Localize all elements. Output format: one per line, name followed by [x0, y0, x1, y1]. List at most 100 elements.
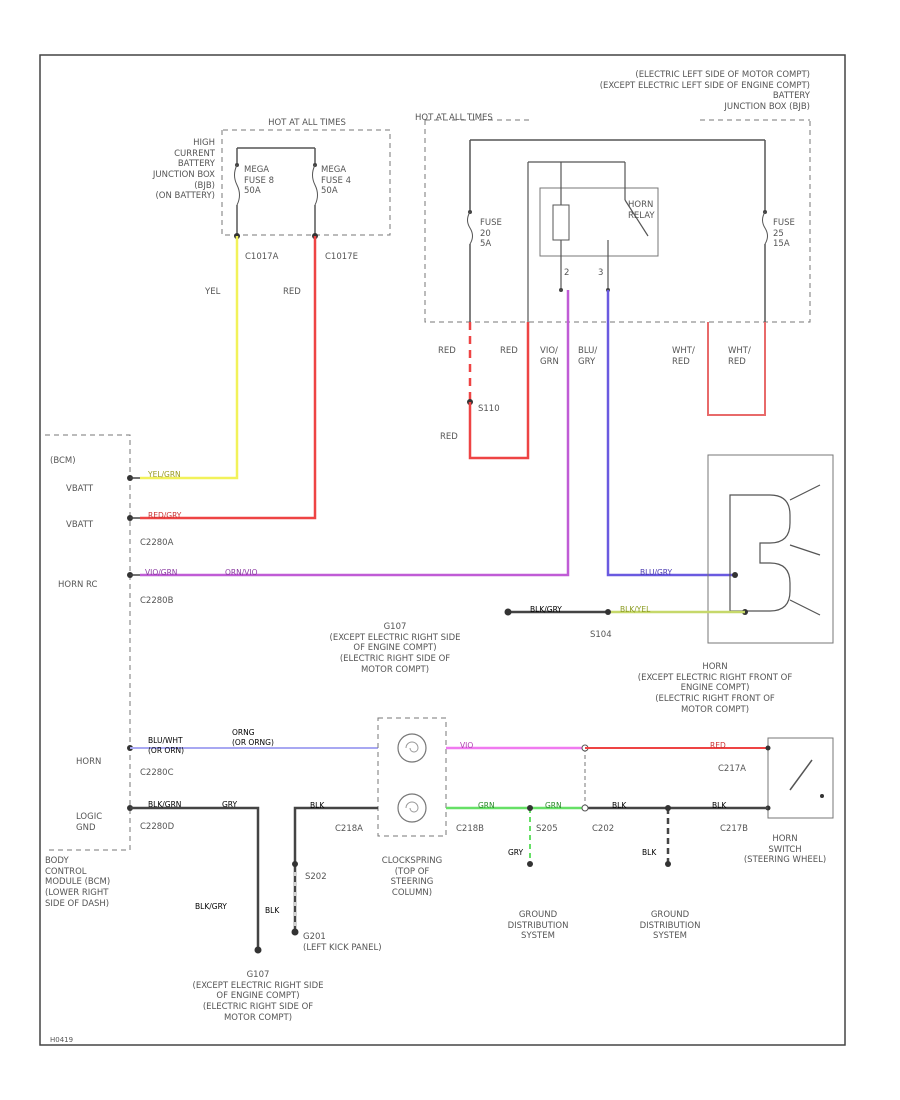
relay-pin-2: [559, 288, 563, 292]
g107-top-label: G107 (EXCEPT ELECTRIC RIGHT SIDE OF ENGI…: [329, 622, 461, 675]
bjb-left-hot-label: HOT AT ALL TIMES: [268, 118, 346, 128]
horn-switch-label: HORN SWITCH (STEERING WHEEL): [743, 834, 827, 866]
blk-grn-bottom-label: BLK/GRY: [195, 902, 227, 911]
relay-pin-3-label: 3: [598, 268, 604, 278]
bjb-right-header: (ELECTRIC LEFT SIDE OF MOTOR COMPT) (EXC…: [599, 70, 810, 112]
clockspring-coil-upper: [397, 733, 427, 763]
or-orng-label: (OR ORNG): [232, 738, 274, 747]
c2280a-label: C2280A: [140, 538, 174, 548]
c217a-label: C217A: [718, 764, 746, 774]
mega-fuse-4-element: [312, 164, 318, 206]
s110-label: S110: [478, 404, 500, 414]
horn-switch-box: [767, 737, 834, 819]
yel-wire: [140, 236, 239, 480]
blu-gry-label: BLU/ GRY: [578, 346, 598, 367]
fuse-20-label: FUSE 20 5A: [480, 218, 502, 250]
wht-red-b-label: WHT/ RED: [728, 346, 751, 367]
red-wire-b-label: RED: [500, 346, 518, 356]
red-wire-c-label: RED: [440, 432, 458, 442]
bcm-boundary: [45, 434, 131, 851]
horn-description: HORN (EXCEPT ELECTRIC RIGHT FRONT OF ENG…: [637, 662, 793, 715]
g201-ground: [291, 928, 299, 936]
blu-wht-label: BLU/WHT: [148, 736, 183, 745]
fuse-25-element: [762, 211, 768, 245]
fuse-20-element: [467, 211, 473, 245]
gry-bottom-label: GRY: [508, 848, 524, 857]
blk-grn-label: BLK/GRN: [148, 800, 182, 809]
c1017e-label: C1017E: [325, 252, 358, 262]
blk-splice: [665, 805, 671, 811]
red-grn-wire-label: RED/GRY: [148, 511, 182, 520]
blu-gry-wire: [606, 290, 735, 577]
c1017a-label: C1017A: [245, 252, 279, 262]
blk-c-label: BLK: [310, 801, 325, 810]
horn-relay-label: HORN RELAY: [628, 200, 655, 221]
clockspring-coil-lower: [397, 793, 427, 823]
horn-box: [707, 454, 834, 644]
clockspring-label: CLOCKSPRING (TOP OF STEERING COLUMN): [381, 856, 443, 898]
clockspring-box: [377, 717, 447, 837]
wht-red-a-label: WHT/ RED: [672, 346, 695, 367]
red-wire-a-label: RED: [438, 346, 456, 356]
red-horn-label: RED: [710, 741, 726, 750]
gry-label: GRY: [222, 800, 238, 809]
ground-a-point: [527, 861, 533, 867]
horn-relay-coil: [552, 204, 570, 241]
c217b-label: C217B: [720, 824, 748, 834]
ground-b-point: [665, 861, 671, 867]
footer-code: H0419: [50, 1036, 74, 1044]
horn-switch-contact: [820, 794, 824, 798]
ground-a-label: GROUND DISTRIBUTION SYSTEM: [507, 910, 569, 942]
relay-switch-blade: [624, 199, 649, 237]
yel-grn-wire-label: YEL/GRN: [148, 470, 181, 479]
red-wire: [140, 236, 317, 520]
horn-pin-1: [732, 572, 738, 578]
bjb-left-boundary: [221, 129, 391, 236]
horn-relay-box: [539, 187, 659, 257]
yel-wire-label: YEL: [205, 287, 221, 297]
orng-label: ORNG: [232, 728, 255, 737]
bjb-right-hot-label: HOT AT ALL TIMES: [415, 113, 493, 123]
mega-fuse-4-label: MEGA FUSE 4 50A: [321, 165, 351, 197]
vio-grn-label: VIO/ GRN: [540, 346, 559, 367]
c202-pin-lower: [581, 804, 589, 812]
clockspring-spiral-lower: [405, 801, 419, 813]
blk-g201-wire: [293, 806, 378, 930]
c218b-label: C218B: [456, 824, 484, 834]
g107-bottom-ground: [254, 946, 262, 954]
bcm-description: BODY CONTROL MODULE (BCM) (LOWER RIGHT S…: [45, 856, 111, 909]
g107-top-ground: [504, 608, 512, 616]
diagram-frame: [39, 54, 846, 1046]
grn-b-label: GRN: [545, 801, 562, 810]
or-orn-label: (OR ORN): [148, 746, 185, 755]
g107-bottom-label: G107 (EXCEPT ELECTRIC RIGHT SIDE OF ENGI…: [192, 970, 324, 1023]
mega-fuse-8-label: MEGA FUSE 8 50A: [244, 165, 274, 197]
horn-blk-gry-label: BLK/GRY: [530, 605, 562, 614]
horn-blk-yel-label: BLK/YEL: [620, 605, 651, 614]
fuse-25-label: FUSE 25 15A: [773, 218, 795, 250]
red-wire-loop: [468, 322, 530, 460]
c202-label: C202: [592, 824, 615, 834]
c218a-label: C218A: [335, 824, 363, 834]
bjb-left-title: HIGH CURRENT BATTERY JUNCTION BOX (BJB) …: [152, 138, 215, 202]
c2280c-label: C2280C: [140, 768, 174, 778]
horn-switch-blade: [789, 759, 813, 791]
s205-label: S205: [536, 824, 558, 834]
grn-a-label: GRN: [478, 801, 495, 810]
vio-grn-wire: [140, 290, 570, 577]
vio-orn-wire-label: ORN/VIO: [225, 568, 258, 577]
ground-b-label: GROUND DISTRIBUTION SYSTEM: [639, 910, 701, 942]
bcm-horn-rc: HORN RC: [58, 580, 98, 590]
s202-label: S202: [305, 872, 327, 882]
s202-splice: [292, 861, 298, 867]
horn-blu-gry-label: BLU/GRY: [640, 568, 673, 577]
s104-label: S104: [590, 630, 612, 640]
c2280b-label: C2280B: [140, 596, 174, 606]
blk-d-label: BLK: [642, 848, 657, 857]
horn-bell: [789, 484, 821, 616]
red-wire-label: RED: [283, 287, 301, 297]
relay-pin-2-label: 2: [564, 268, 570, 278]
s104-splice: [605, 609, 611, 615]
c217a-pin: [765, 745, 771, 751]
